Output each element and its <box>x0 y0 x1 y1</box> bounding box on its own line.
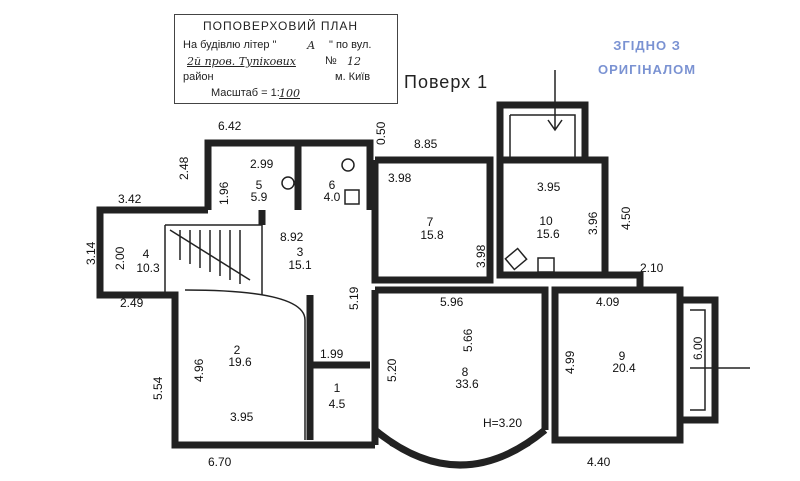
dim-label: 1.96 <box>217 181 231 205</box>
street-label: " по вул. <box>329 39 372 51</box>
city-label: м. Київ <box>335 71 371 83</box>
room-1-number: 1 <box>334 381 341 395</box>
dim-label: 5.19 <box>347 286 361 310</box>
room-9-area: 20.4 <box>612 361 636 375</box>
room-10-number: 10 <box>539 214 553 228</box>
certified-stamp-line: ЗГІДНО З <box>613 38 681 53</box>
dim-label: 2.00 <box>113 246 127 270</box>
shower-icon <box>344 189 360 205</box>
room-6-area: 4.0 <box>324 190 341 204</box>
room-4-area: 10.3 <box>136 261 160 275</box>
dim-label: 5.20 <box>385 358 399 382</box>
dim-label: 6.42 <box>218 119 242 133</box>
district-label: район <box>183 71 214 83</box>
dim-label: 4.96 <box>192 358 206 382</box>
room-9-number: 9 <box>619 349 626 363</box>
dim-label: 3.96 <box>586 211 600 235</box>
dim-label: 3.98 <box>474 244 488 268</box>
toilet-icon <box>341 158 355 172</box>
dim-label: 8.92 <box>280 230 304 244</box>
room-5-area: 5.9 <box>251 190 268 204</box>
street-value: 2й пров. Тупікових <box>187 55 296 68</box>
dim-label: 1.99 <box>320 347 344 361</box>
room-7-area: 15.8 <box>420 228 444 242</box>
room-2-area: 19.6 <box>228 355 252 369</box>
dim-label: 6.70 <box>208 455 232 469</box>
dim-label: 6.00 <box>691 336 705 360</box>
dim-label: 2.48 <box>177 156 191 180</box>
room-2-number: 2 <box>234 343 241 357</box>
stamp-title: ПОПОВЕРХОВИЙ ПЛАН <box>203 19 359 33</box>
boiler-icon <box>281 176 295 190</box>
room-7-number: 7 <box>427 215 434 229</box>
room-10-area: 15.6 <box>536 227 560 241</box>
floor-label: Поверх 1 <box>404 72 489 92</box>
dim-label: 3.98 <box>388 171 412 185</box>
inner-lines <box>164 70 750 464</box>
room-labels: 1 4.5 2 19.6 3 15.1 4 10.3 5 5.9 6 4.0 7… <box>136 178 636 411</box>
dim-label: 2.10 <box>640 261 664 275</box>
dim-label: 3.95 <box>537 180 561 194</box>
dim-label: 4.40 <box>587 455 611 469</box>
room-5-number: 5 <box>256 178 263 192</box>
stove-icon <box>537 257 555 273</box>
building-label: На будівлю літер " <box>183 39 277 51</box>
dim-label: 5.96 <box>440 295 464 309</box>
certified-stamp-line: ОРИГІНАЛОМ <box>598 62 697 77</box>
dim-label: 8.85 <box>414 137 438 151</box>
building-letter: А <box>307 39 316 52</box>
scale-value: 100 <box>279 87 300 100</box>
walls <box>96 101 719 469</box>
dim-label: 4.09 <box>596 295 620 309</box>
dim-label: 2.99 <box>250 157 274 171</box>
room-6-number: 6 <box>329 178 336 192</box>
number-value: 12 <box>347 55 361 68</box>
dim-label: H=3.20 <box>483 416 522 430</box>
dim-label: 4.99 <box>563 350 577 374</box>
room-8-area: 33.6 <box>455 377 479 391</box>
dim-label: 3.95 <box>230 410 254 424</box>
certified-copy-stamp: ЗГІДНО З ОРИГІНАЛОМ <box>598 34 696 82</box>
sink-icon <box>504 247 528 271</box>
scale-label: Масштаб = 1: <box>211 87 280 99</box>
dimension-labels: 6.42 0.50 8.85 2.48 2.99 1.96 3.98 3.95 … <box>84 119 705 469</box>
number-label: № <box>325 55 337 67</box>
dim-label: 5.66 <box>461 328 475 352</box>
room-4-number: 4 <box>143 247 150 261</box>
dim-label: 2.49 <box>120 296 144 310</box>
room-3-number: 3 <box>297 245 304 259</box>
room-8-number: 8 <box>462 365 469 379</box>
dim-label: 0.50 <box>374 121 388 145</box>
room-1-area: 4.5 <box>329 397 346 411</box>
dim-label: 3.42 <box>118 192 142 206</box>
dim-label: 5.54 <box>151 376 165 400</box>
floor-plan-stamp: ПОПОВЕРХОВИЙ ПЛАН На будівлю літер " А "… <box>174 14 398 104</box>
fixtures <box>281 158 555 273</box>
dim-label: 4.50 <box>619 206 633 230</box>
dim-label: 3.14 <box>84 241 98 265</box>
room-3-area: 15.1 <box>288 258 312 272</box>
